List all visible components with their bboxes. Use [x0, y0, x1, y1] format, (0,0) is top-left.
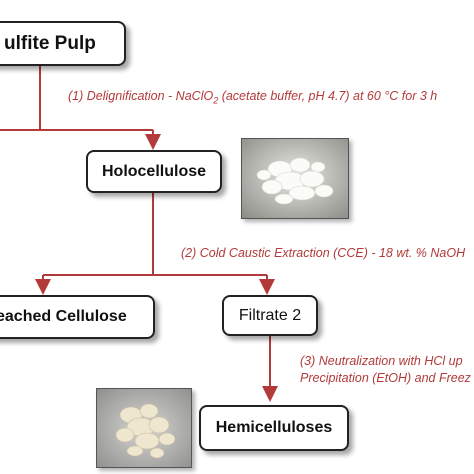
step3-number: (3): [300, 354, 316, 368]
step3-text-line1: Neutralization with HCl up: [315, 354, 463, 368]
holocellulose-box: Holocellulose: [86, 150, 222, 193]
sulfite-pulp-box: ulfite Pulp: [0, 21, 126, 66]
holocellulose-photo-image: [242, 139, 348, 218]
hemicelluloses-photo-image: [97, 389, 191, 467]
step1-subscript: 2: [213, 95, 219, 106]
hemicelluloses-photo: [96, 388, 192, 468]
bleached-cellulose-box: eached Cellulose: [0, 295, 155, 339]
step3-note-line1: (3) Neutralization with HCl up: [300, 354, 463, 368]
step2-note: (2) Cold Caustic Extraction (CCE) - 18 w…: [181, 246, 465, 260]
filtrate2-label: Filtrate 2: [238, 306, 302, 324]
filtrate2-box: Filtrate 2: [222, 295, 318, 336]
step2-text: Cold Caustic Extraction (CCE) - 18 wt. %…: [196, 246, 466, 260]
step3-note-line2: Precipitation (EtOH) and Freez: [300, 371, 471, 385]
step2-number: (2): [181, 246, 197, 260]
step3-text-line2: Precipitation (EtOH) and Freez: [300, 371, 471, 385]
step1-text-a: Delignification - NaClO: [83, 89, 214, 103]
holocellulose-photo: [241, 138, 349, 219]
bleached-cellulose-label: eached Cellulose: [0, 308, 127, 325]
hemicelluloses-box: Hemicelluloses: [199, 405, 349, 451]
step1-number: (1): [68, 89, 84, 103]
holocellulose-label: Holocellulose: [101, 162, 207, 180]
step1-note: (1) Delignification - NaClO2 (acetate bu…: [68, 89, 437, 106]
sulfite-pulp-label: ulfite Pulp: [4, 32, 96, 54]
hemicelluloses-label: Hemicelluloses: [215, 419, 333, 436]
step1-text-b: (acetate buffer, pH 4.7) at 60 °C for 3 …: [218, 89, 438, 103]
